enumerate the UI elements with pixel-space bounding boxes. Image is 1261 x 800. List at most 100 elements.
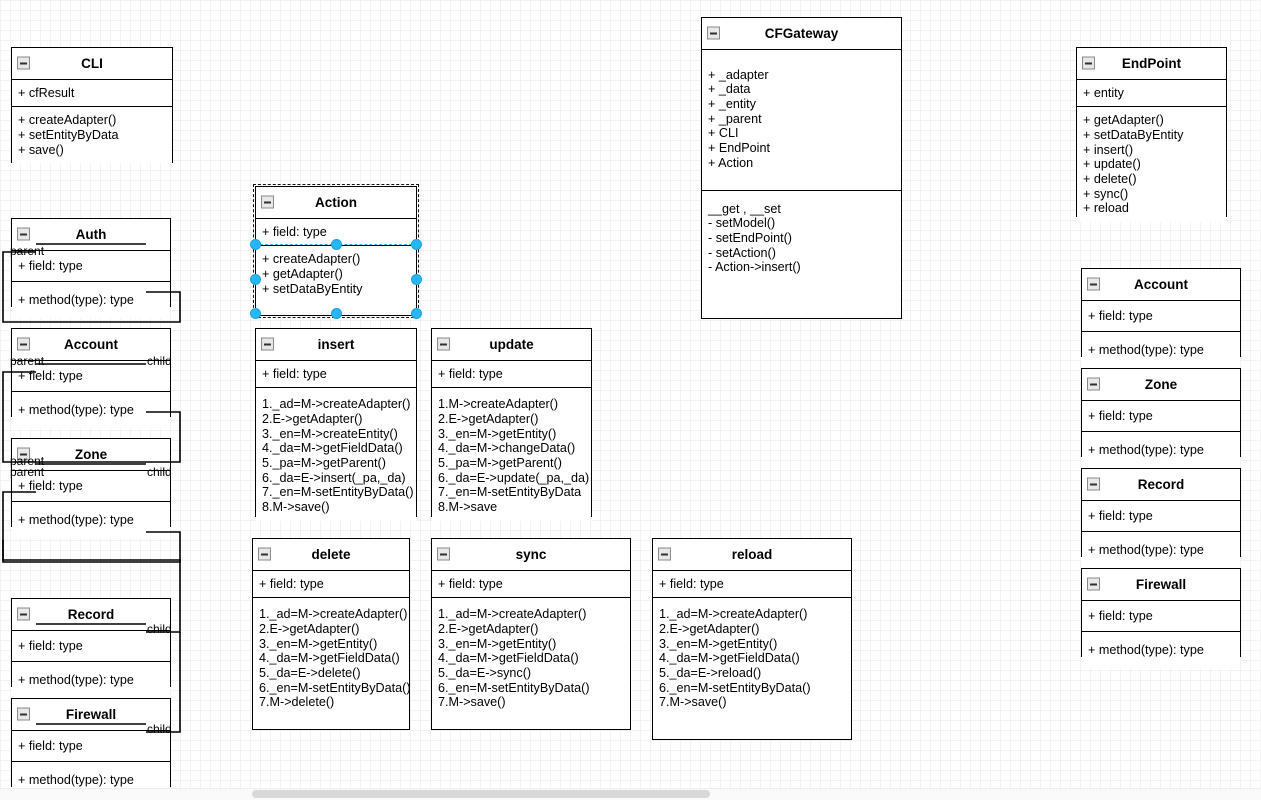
method-row: 6._en=M-setEntityByData(): [438, 680, 590, 695]
resize-handle-center-bottom[interactable]: [331, 308, 342, 319]
edge-label-zone-child: child: [147, 465, 172, 479]
resize-handle-left-top[interactable]: [250, 239, 261, 250]
collapse-minus-icon[interactable]: [707, 26, 720, 40]
uml-class-zone-left[interactable]: Zone + field: type + method(type): type: [11, 438, 171, 538]
uml-class-update[interactable]: update + field: type 1.M->createAdapter(…: [431, 328, 592, 521]
attribute-row: + field: type: [18, 368, 83, 383]
attribute-row: + cfResult: [18, 85, 75, 100]
attributes-compartment: + entity: [1077, 79, 1226, 108]
method-row: 7.M->save(): [659, 695, 727, 710]
methods-compartment: + createAdapter() + setEntityByData + sa…: [12, 107, 172, 164]
attributes-compartment: + field: type: [653, 570, 851, 599]
method-row: 6._da=E->update(_pa,_da): [438, 470, 590, 485]
uml-class-zone-right[interactable]: Zone + field: type + method(type): type: [1081, 368, 1241, 468]
class-title: Account: [1082, 269, 1240, 301]
attribute-row: + field: type: [259, 576, 324, 591]
method-row: + setEntityByData: [18, 127, 119, 142]
collapse-minus-icon[interactable]: [658, 547, 671, 561]
uml-class-cfgateway[interactable]: CFGateway + _adapter + _data + _entity +…: [701, 17, 902, 319]
resize-handle-right-bottom[interactable]: [411, 308, 422, 319]
uml-class-endpoint[interactable]: EndPoint + entity + getAdapter() + setDa…: [1076, 47, 1227, 223]
edge-label-auth-parent: parent: [10, 244, 45, 258]
collapse-minus-icon[interactable]: [261, 337, 274, 351]
methods-compartment: + method(type): type: [1082, 432, 1240, 468]
uml-class-cli[interactable]: CLI + cfResult + createAdapter() + setEn…: [11, 47, 173, 164]
attribute-row: + field: type: [18, 638, 83, 653]
method-row: + createAdapter(): [18, 113, 117, 128]
collapse-minus-icon[interactable]: [1087, 377, 1100, 391]
methods-compartment: 1._ad=M->createAdapter() 2.E->getAdapter…: [432, 598, 630, 717]
horizontal-scrollbar-track[interactable]: [0, 788, 1261, 800]
collapse-minus-icon[interactable]: [17, 227, 30, 241]
attribute-row: + _entity: [708, 96, 756, 111]
uml-class-firewall-left[interactable]: Firewall + field: type + method(type): t…: [11, 698, 171, 789]
collapse-minus-icon[interactable]: [17, 607, 30, 621]
uml-class-account-right[interactable]: Account + field: type + method(type): ty…: [1081, 268, 1241, 368]
uml-class-insert[interactable]: insert + field: type 1._ad=M->createAdap…: [255, 328, 417, 521]
resize-handle-left-bottom[interactable]: [250, 308, 261, 319]
method-row: 4._da=M->getFieldData(): [262, 441, 403, 456]
uml-class-sync[interactable]: sync + field: type 1._ad=M->createAdapte…: [431, 538, 631, 730]
class-title: delete: [253, 539, 409, 571]
method-row: 1._ad=M->createAdapter(): [659, 607, 808, 622]
collapse-minus-icon[interactable]: [1087, 277, 1100, 291]
method-row: 7.M->delete(): [259, 695, 335, 710]
method-row: 1.M->createAdapter(): [438, 397, 559, 412]
attribute-row: + field: type: [1088, 608, 1153, 623]
class-title: Record: [1082, 469, 1240, 501]
method-row: 5._da=E->delete(): [259, 666, 361, 681]
resize-handle-right-middle[interactable]: [411, 274, 422, 285]
collapse-minus-icon[interactable]: [1087, 577, 1100, 591]
method-row: 2.E->getAdapter(): [262, 411, 363, 426]
uml-class-firewall-right[interactable]: Firewall + field: type + method(type): t…: [1081, 568, 1241, 668]
horizontal-scrollbar-thumb[interactable]: [252, 790, 710, 798]
method-row: 2.E->getAdapter(): [438, 411, 539, 426]
methods-compartment: + method(type): type: [12, 762, 170, 789]
class-title: reload: [653, 539, 851, 571]
resize-handle-left-middle[interactable]: [250, 274, 261, 285]
attribute-row: + field: type: [1088, 408, 1153, 423]
method-row: 2.E->getAdapter(): [259, 621, 360, 636]
collapse-minus-icon[interactable]: [17, 337, 30, 351]
collapse-minus-icon[interactable]: [258, 547, 271, 561]
attribute-row: + _data: [708, 82, 751, 97]
methods-compartment: + method(type): type: [1082, 332, 1240, 368]
method-row: - Action->insert(): [708, 260, 801, 275]
resize-handle-center-top[interactable]: [331, 239, 342, 250]
collapse-minus-icon[interactable]: [1082, 56, 1095, 70]
uml-class-action[interactable]: Action + field: type + createAdapter() +…: [255, 186, 417, 316]
attribute-row: + field: type: [659, 576, 724, 591]
attribute-row: + field: type: [18, 738, 83, 753]
method-row: + createAdapter(): [262, 252, 361, 267]
methods-compartment: + method(type): type: [1082, 532, 1240, 568]
collapse-minus-icon[interactable]: [261, 195, 274, 209]
attribute-row: + field: type: [1088, 508, 1153, 523]
collapse-minus-icon[interactable]: [1087, 477, 1100, 491]
edge-label-record-child: child: [147, 622, 172, 636]
attributes-compartment: + field: type: [1082, 400, 1240, 433]
uml-class-delete[interactable]: delete + field: type 1._ad=M->createAdap…: [252, 538, 411, 730]
method-row: 2.E->getAdapter(): [438, 621, 539, 636]
uml-class-record-left[interactable]: Record + field: type + method(type): typ…: [11, 598, 171, 698]
method-row: + method(type): type: [18, 403, 134, 418]
uml-class-record-right[interactable]: Record + field: type + method(type): typ…: [1081, 468, 1241, 568]
attributes-compartment: + field: type: [12, 630, 170, 663]
methods-compartment: + method(type): type: [12, 392, 170, 428]
method-row: + getAdapter(): [262, 266, 343, 281]
method-row: 6._en=M-setEntityByData(): [659, 680, 811, 695]
uml-class-auth[interactable]: Auth + field: type + method(type): type: [11, 218, 171, 318]
collapse-minus-icon[interactable]: [437, 547, 450, 561]
collapse-minus-icon[interactable]: [17, 56, 30, 70]
collapse-minus-icon[interactable]: [437, 337, 450, 351]
method-row: 1._ad=M->createAdapter(): [438, 607, 587, 622]
method-row: 5._pa=M->getParent(): [262, 456, 386, 471]
collapse-minus-icon[interactable]: [17, 707, 30, 721]
attribute-row: + Action: [708, 155, 754, 170]
attributes-compartment: + field: type: [432, 570, 630, 599]
uml-class-reload[interactable]: reload + field: type 1._ad=M->createAdap…: [652, 538, 852, 740]
method-row: + method(type): type: [18, 773, 134, 788]
methods-compartment: 1._ad=M->createAdapter() 2.E->getAdapter…: [256, 388, 416, 521]
resize-handle-right-top[interactable]: [411, 239, 422, 250]
uml-class-account-left[interactable]: Account + field: type + method(type): ty…: [11, 328, 171, 428]
